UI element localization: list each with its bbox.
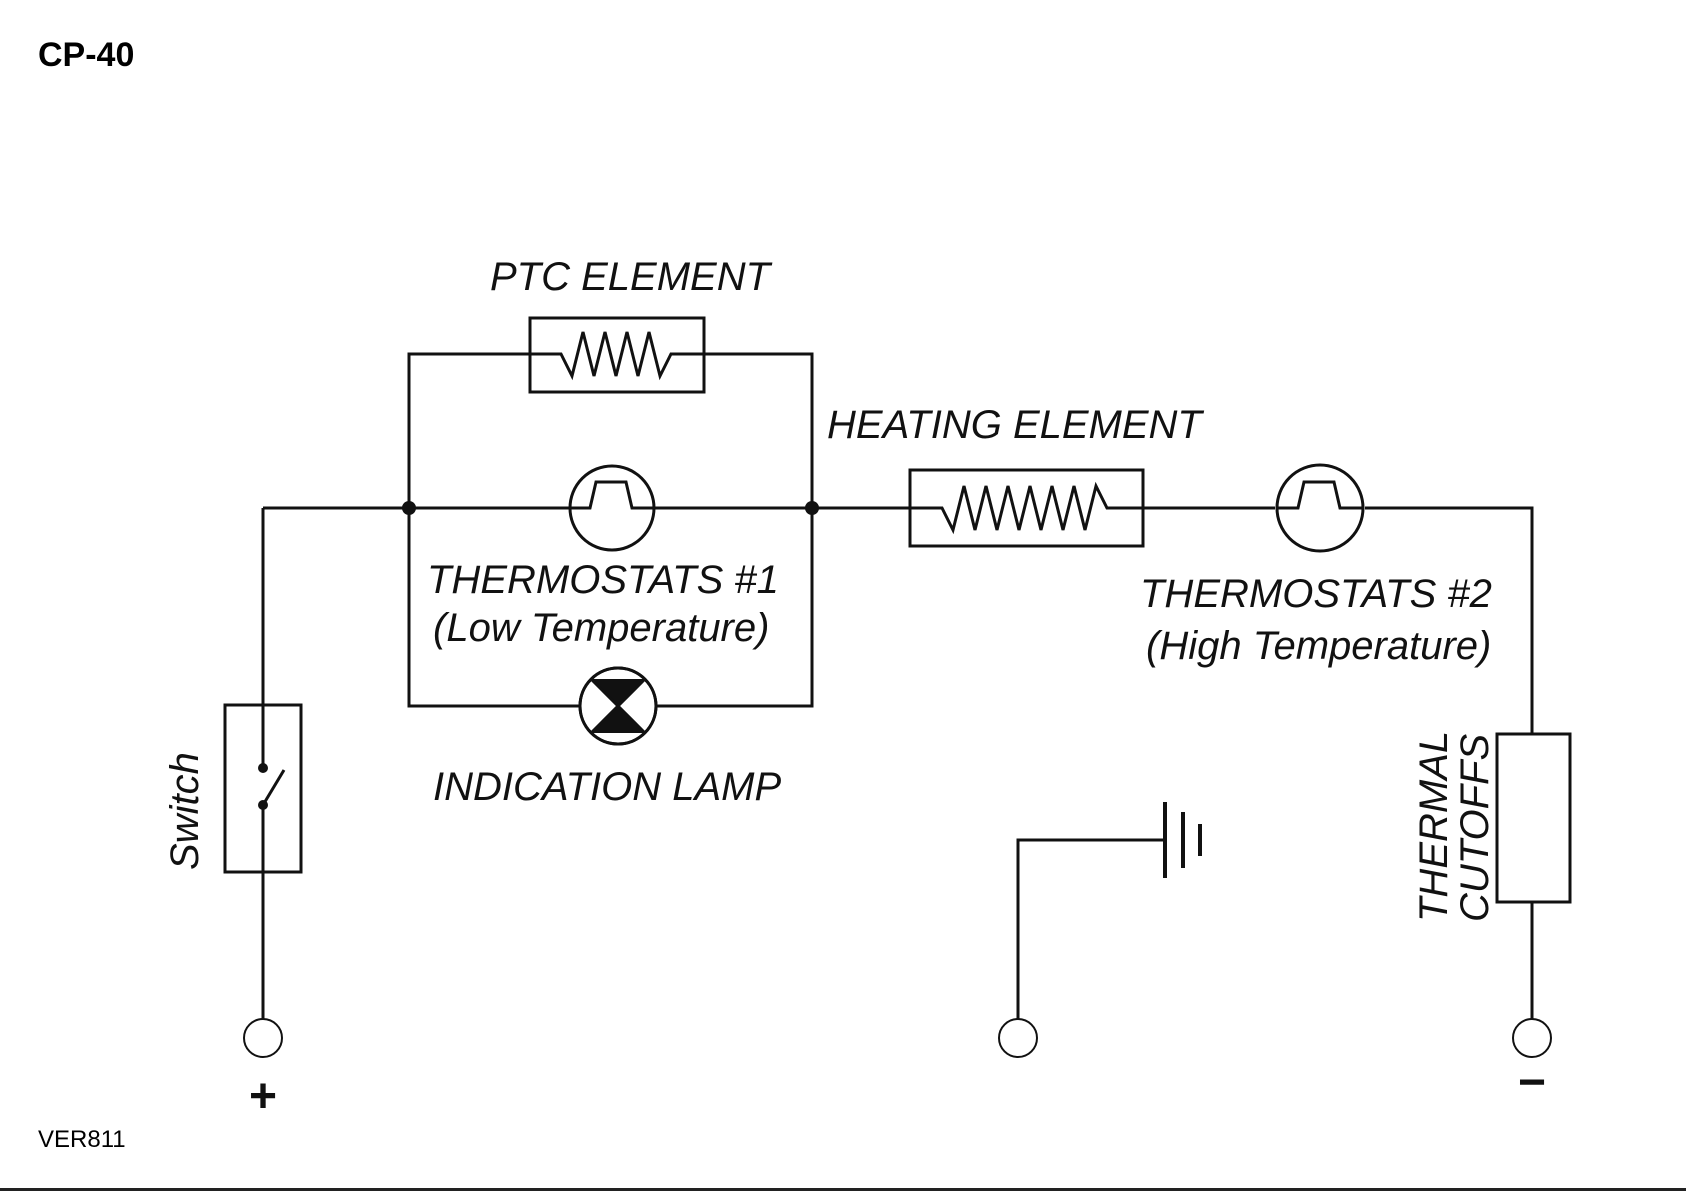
bottom-rule <box>0 1188 1686 1191</box>
thermostat-2-sublabel: (High Temperature) <box>1146 624 1491 668</box>
terminal-positive <box>244 1019 282 1057</box>
terminal-negative <box>1513 1019 1551 1057</box>
positive-sign: + <box>249 1070 277 1123</box>
terminal-ground <box>999 1019 1037 1057</box>
ground-icon <box>1165 802 1200 878</box>
thermostat-1-label: THERMOSTATS #1 <box>427 558 779 602</box>
thermostat-1-symbol <box>570 466 654 550</box>
heating-element <box>910 470 1143 546</box>
junction-dot-left <box>402 501 416 515</box>
indication-lamp-label: INDICATION LAMP <box>433 765 782 809</box>
indication-lamp-symbol <box>580 668 656 744</box>
thermostat-1-sublabel: (Low Temperature) <box>433 606 769 650</box>
thermal-cutoffs-label-line2: CUTOFFS <box>1453 734 1497 922</box>
main-wire-end <box>1365 508 1532 734</box>
switch-label: Switch <box>163 752 207 870</box>
negative-sign: − <box>1518 1056 1546 1109</box>
thermal-cutoffs-label-line1: THERMAL <box>1412 731 1456 922</box>
thermostat-2-label: THERMOSTATS #2 <box>1140 572 1492 616</box>
ptc-element-label: PTC ELEMENT <box>490 255 773 299</box>
thermostat-2-symbol <box>1277 465 1364 551</box>
switch-symbol <box>225 705 301 872</box>
junction-dot-right <box>805 501 819 515</box>
thermal-cutoffs-symbol <box>1497 734 1570 902</box>
version-label: VER811 <box>38 1126 126 1154</box>
heating-element-label: HEATING ELEMENT <box>827 403 1204 447</box>
ptc-element <box>530 318 704 392</box>
ground-wire <box>1018 840 1165 1020</box>
